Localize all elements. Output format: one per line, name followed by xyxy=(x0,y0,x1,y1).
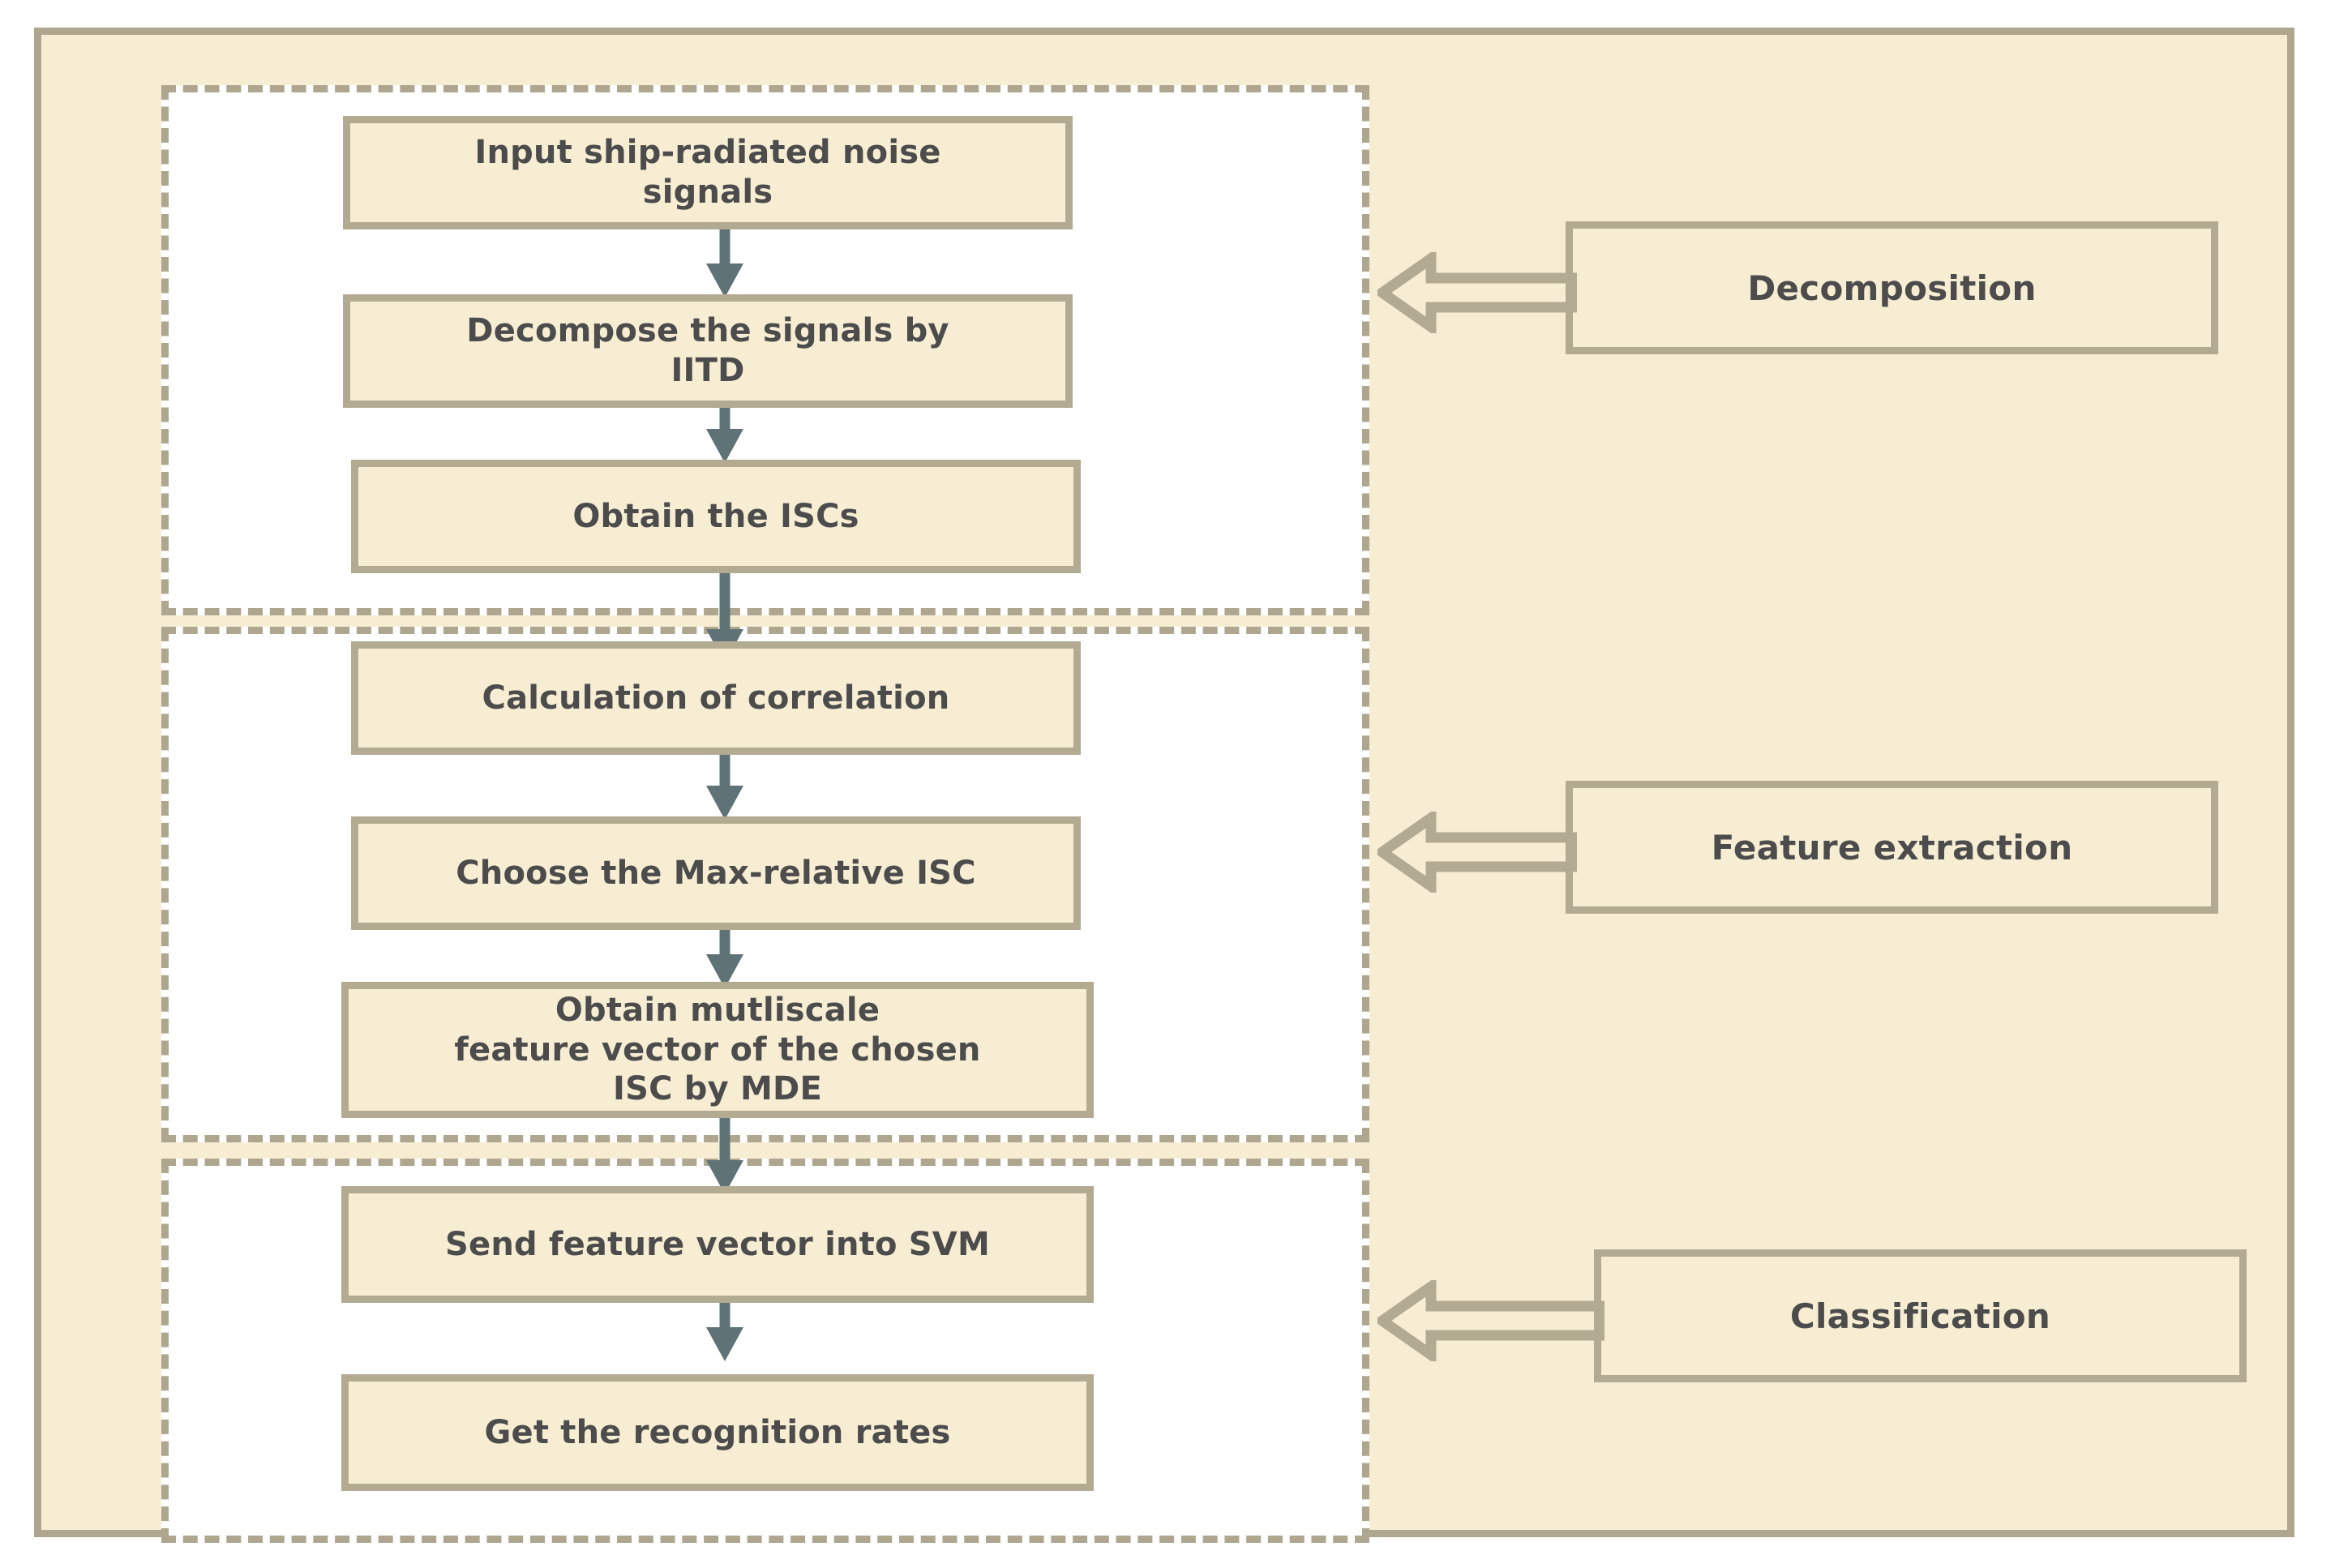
arrow-shaft xyxy=(719,558,730,629)
stage-label-text: Classification xyxy=(1789,1296,2051,1336)
block-arrow-classification-pointer xyxy=(1377,1280,1605,1361)
connector-input-to-decompose xyxy=(706,226,743,298)
step-box-obtain-feature-mde[interactable]: Obtain mutliscale feature vector of the … xyxy=(341,982,1094,1118)
arrow-shaft xyxy=(719,226,730,263)
diagram-outer-frame: Input ship-radiated noise signals Decomp… xyxy=(34,28,2294,1543)
step-box-obtain-iscs[interactable]: Obtain the ISCs xyxy=(351,460,1081,573)
step-box-decompose-iitd[interactable]: Decompose the signals by IITD xyxy=(343,294,1073,408)
step-label: Input ship-radiated noise signals xyxy=(474,134,941,211)
step-label: Decompose the signals by IITD xyxy=(466,312,949,389)
step-box-choose-max-isc[interactable]: Choose the Max-relative ISC xyxy=(351,816,1081,930)
stage-label-box-feature-extraction[interactable]: Feature extraction xyxy=(1566,781,2218,914)
step-label: Get the recognition rates xyxy=(484,1413,951,1451)
step-label: Obtain the ISCs xyxy=(572,497,859,535)
step-label: Calculation of correlation xyxy=(482,679,950,717)
connector-svm-to-rates xyxy=(706,1287,743,1361)
arrow-shaft xyxy=(719,748,730,786)
block-arrow-decomposition-pointer xyxy=(1377,252,1577,333)
arrow-head xyxy=(706,429,743,463)
step-box-get-recognition-rate[interactable]: Get the recognition rates xyxy=(341,1374,1094,1491)
step-label: Choose the Max-relative ISC xyxy=(456,854,976,892)
block-arrow-feature-extraction-pointer xyxy=(1377,812,1577,893)
arrow-head xyxy=(706,263,743,298)
stage-label-box-decomposition[interactable]: Decomposition xyxy=(1566,221,2218,354)
stage-label-text: Feature extraction xyxy=(1711,827,2073,868)
stage-label-text: Decomposition xyxy=(1747,268,2037,308)
step-label: Send feature vector into SVM xyxy=(445,1225,990,1263)
step-box-input-signals[interactable]: Input ship-radiated noise signals xyxy=(343,116,1073,229)
stage-label-box-classification[interactable]: Classification xyxy=(1594,1249,2247,1382)
step-box-send-to-svm[interactable]: Send feature vector into SVM xyxy=(341,1186,1094,1303)
step-label: Obtain mutliscale feature vector of the … xyxy=(454,991,981,1108)
connector-correlation-to-maxisc xyxy=(706,748,743,820)
step-box-calc-correlation[interactable]: Calculation of correlation xyxy=(351,641,1081,755)
arrow-head xyxy=(706,786,743,820)
arrow-head xyxy=(706,1327,743,1361)
